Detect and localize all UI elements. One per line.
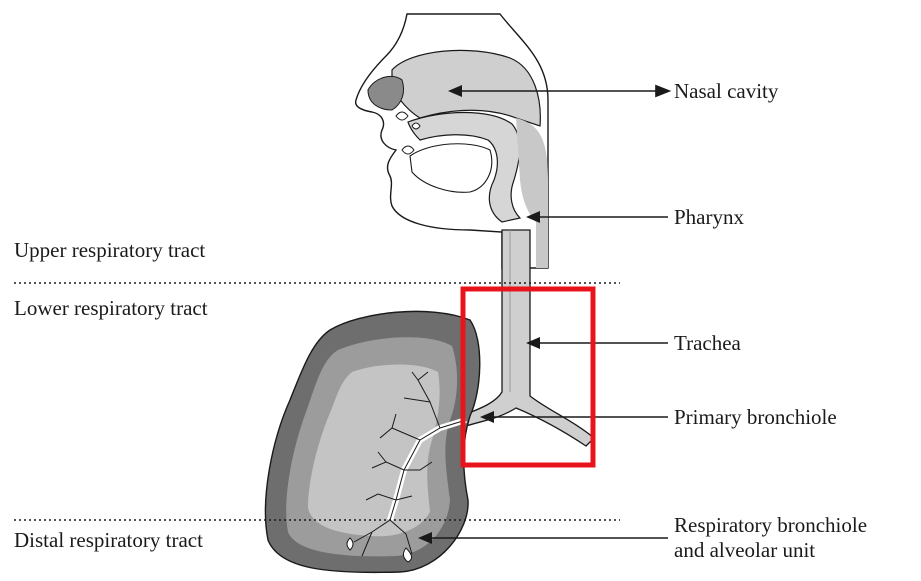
- upper-respiratory-tract-label: Upper respiratory tract: [14, 238, 205, 262]
- lung-shape: [265, 311, 479, 572]
- primary-bronchiole-label: Primary bronchiole: [674, 405, 837, 429]
- pharynx-label: Pharynx: [674, 205, 744, 229]
- respiratory-bronchiole-label-line1: Respiratory bronchiole: [674, 513, 867, 537]
- respiratory-bronchiole-label-line2: and alveolar unit: [674, 538, 815, 562]
- trachea-shape: [466, 230, 594, 446]
- nasal-cavity-label: Nasal cavity: [674, 79, 778, 103]
- distal-respiratory-tract-label: Distal respiratory tract: [14, 528, 203, 552]
- trachea-label: Trachea: [674, 331, 741, 355]
- lower-respiratory-tract-label: Lower respiratory tract: [14, 296, 208, 320]
